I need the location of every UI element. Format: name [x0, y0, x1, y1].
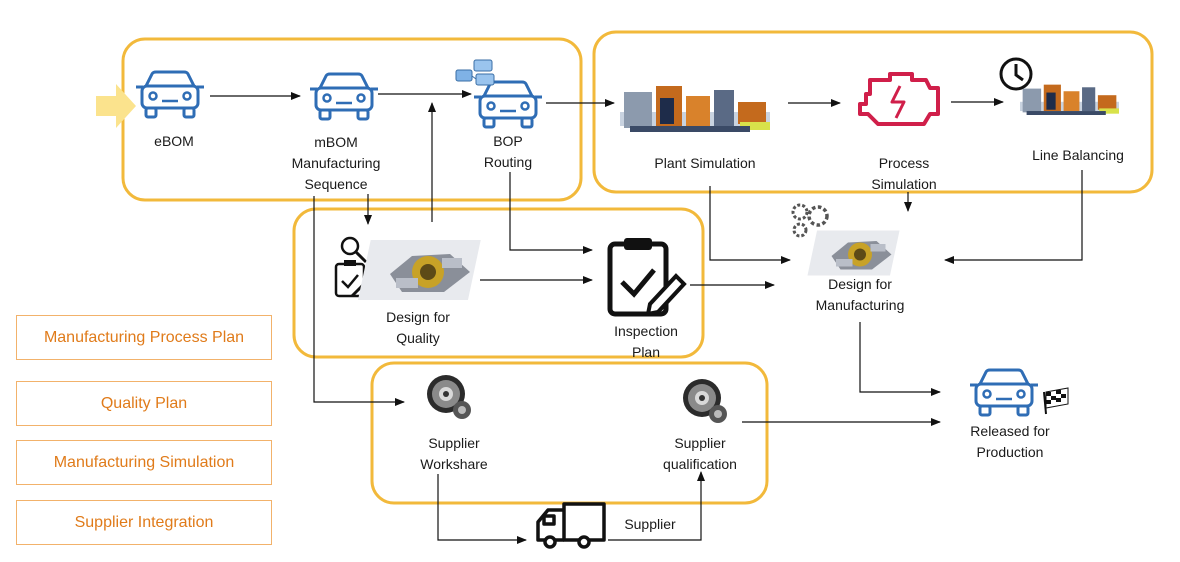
legend-label: Supplier Integration: [74, 513, 214, 531]
legend-label: Quality Plan: [100, 394, 188, 412]
node-label: Sequence: [304, 176, 368, 192]
node-label: Process: [878, 155, 930, 171]
group-quality: [292, 207, 705, 359]
legend-quality-plan: Quality Plan: [16, 381, 272, 426]
node-label: Released for: [970, 423, 1050, 439]
node-label: Routing: [483, 154, 533, 170]
robot-line-icon: [620, 86, 770, 132]
inspection-plan-icon: [607, 238, 687, 317]
node-label: Supplier: [674, 435, 726, 451]
node-label: Simulation: [871, 176, 937, 192]
node-label: Plan: [631, 344, 661, 360]
node-label: Plant Simulation: [654, 155, 756, 171]
node-label: Inspection: [614, 323, 678, 339]
node-ebom: eBOM: [144, 131, 204, 152]
connectors: [210, 90, 1083, 544]
node-label: Supplier: [428, 435, 480, 451]
node-label: Line Balancing: [1032, 147, 1124, 163]
truck-icon: [536, 502, 606, 549]
node-label: mBOM: [314, 134, 358, 150]
checkered-flag-icon: [1043, 387, 1069, 415]
car-icon: [968, 368, 1040, 417]
clock-icon: [999, 57, 1033, 91]
node-label: eBOM: [154, 133, 194, 149]
node-supplier-qualification: Supplier qualification: [650, 433, 750, 475]
node-design-for-manufacturing: Design for Manufacturing: [800, 274, 920, 316]
legend-manufacturing-simulation: Manufacturing Simulation: [16, 440, 272, 485]
server-stack-icon: [455, 59, 495, 86]
engine-warning-icon: [858, 72, 940, 126]
legend-label: Manufacturing Simulation: [53, 453, 235, 471]
node-label: Manufacturing: [291, 155, 381, 171]
gears-icon: [427, 375, 471, 419]
node-supplier-workshare: Supplier Workshare: [404, 433, 504, 475]
node-label: Supplier: [624, 516, 676, 532]
node-label: Design for: [828, 276, 892, 292]
node-label: Design for: [386, 309, 450, 325]
node-label: Production: [976, 444, 1044, 460]
node-inspection-plan: Inspection Plan: [596, 321, 696, 363]
group-simulation: [592, 30, 1154, 194]
robot-line-icon: [1020, 84, 1119, 115]
node-process-simulation: Process Simulation: [854, 153, 954, 195]
node-supplier: Supplier: [610, 514, 690, 535]
node-design-for-quality: Design for Quality: [368, 307, 468, 349]
start-arrow: [96, 84, 136, 128]
node-plant-simulation: Plant Simulation: [640, 153, 770, 174]
node-label: Quality: [396, 330, 440, 346]
node-mbom: mBOM Manufacturing Sequence: [281, 132, 391, 195]
legend-label: Manufacturing Process Plan: [43, 328, 245, 346]
car-icon: [308, 72, 380, 121]
gear-part-icon: [807, 230, 900, 276]
legend-manufacturing-process-plan: Manufacturing Process Plan: [16, 315, 272, 360]
gears-icon: [791, 203, 829, 238]
node-label: BOP: [493, 133, 523, 149]
car-icon: [472, 80, 544, 129]
car-icon: [134, 70, 206, 119]
node-label: Workshare: [420, 456, 488, 472]
node-line-balancing: Line Balancing: [1018, 145, 1138, 166]
magnifier-icon: [340, 236, 368, 264]
node-label: qualification: [663, 456, 737, 472]
legend-supplier-integration: Supplier Integration: [16, 500, 272, 545]
node-bop: BOP Routing: [468, 131, 548, 173]
node-label: Manufacturing: [815, 297, 905, 313]
gears-icon: [683, 379, 727, 423]
node-released-for-production: Released for Production: [950, 421, 1070, 463]
gear-part-icon: [357, 240, 481, 300]
